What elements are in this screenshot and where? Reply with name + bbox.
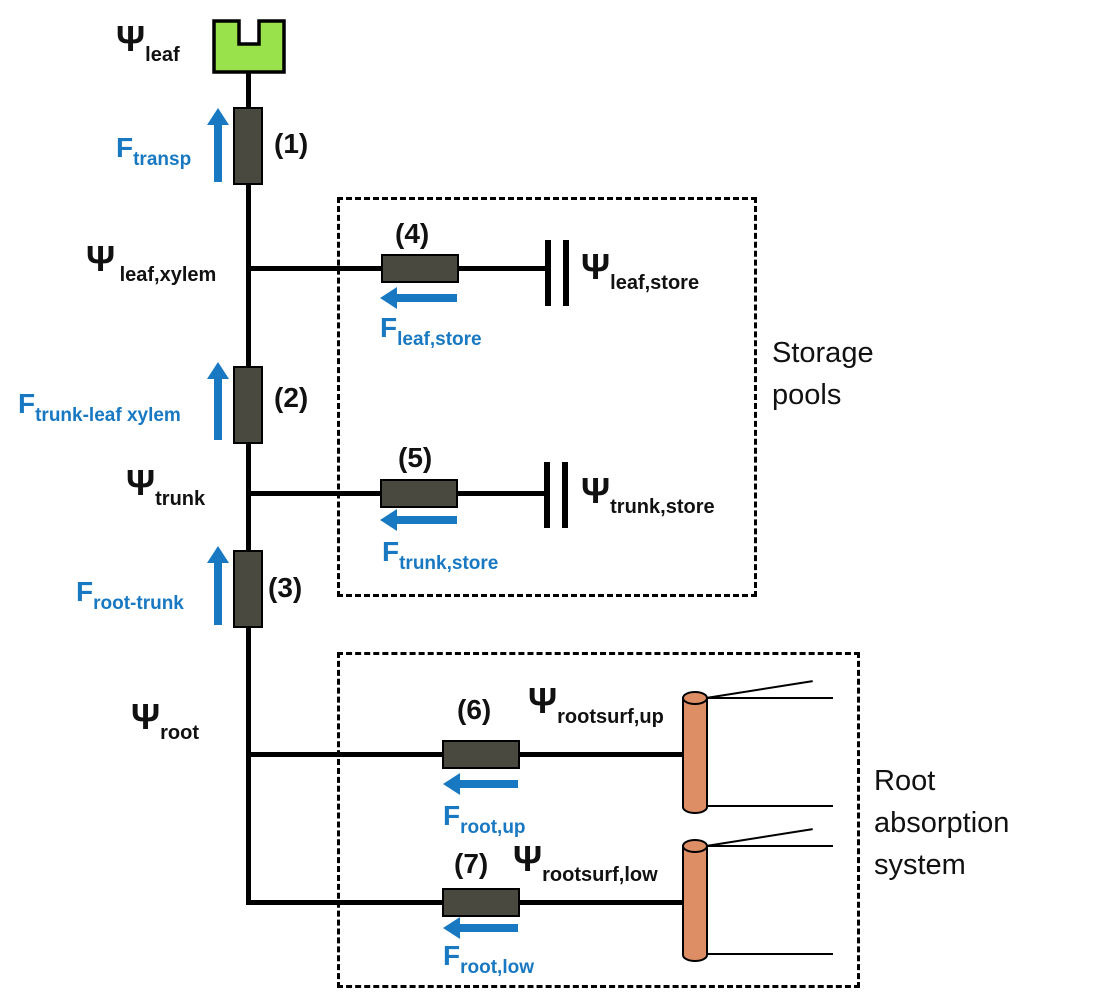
root-up-flux-arrow bbox=[443, 773, 518, 795]
root-cylinder-up bbox=[682, 691, 708, 814]
psi-symbol: Ψ bbox=[131, 696, 161, 737]
psi-symbol: Ψ bbox=[126, 462, 156, 503]
root-low-flux-arrow bbox=[443, 917, 518, 939]
flux-symbol: F bbox=[443, 800, 461, 831]
flux-symbol: F bbox=[382, 536, 400, 567]
flux-subscript: transp bbox=[133, 149, 192, 170]
arrow-shaft bbox=[214, 377, 222, 440]
root-up-soil-line-bottom bbox=[708, 805, 833, 807]
flux-subscript: root-trunk bbox=[93, 593, 184, 614]
flux-leaf-store-label: Fleaf,store bbox=[380, 312, 482, 351]
trunk-leaf-flux-arrow bbox=[207, 362, 229, 440]
arrow-head-icon bbox=[380, 287, 397, 309]
psi-rootsurf-low-label: Ψrootsurf,low bbox=[513, 838, 658, 887]
leaf-store-capacitor-bar-left bbox=[545, 240, 551, 306]
flux-trunk-leaf-xylem-label: Ftrunk-leaf xylem bbox=[18, 388, 181, 427]
arrow-shaft bbox=[214, 561, 222, 625]
arrow-head-icon bbox=[443, 773, 460, 795]
arrow-shaft bbox=[458, 780, 518, 788]
flux-root-up-label: Froot,up bbox=[443, 800, 526, 839]
psi-leaf-label: Ψleaf bbox=[116, 18, 180, 67]
resistor-5-label: (5) bbox=[398, 442, 433, 473]
flux-subscript: leaf,store bbox=[397, 329, 482, 350]
flux-subscript: trunk,store bbox=[399, 553, 499, 574]
psi-symbol: Ψ bbox=[581, 470, 611, 511]
flux-symbol: F bbox=[76, 576, 94, 607]
psi-rootsurf-up-label: Ψrootsurf,up bbox=[528, 680, 664, 729]
psi-subscript: root bbox=[160, 722, 200, 744]
transp-flux-arrow bbox=[207, 108, 229, 182]
resistor-7-label: (7) bbox=[454, 848, 489, 879]
psi-leaf-xylem-label: Ψ leaf,xylem bbox=[86, 238, 216, 287]
flux-subscript: root,low bbox=[460, 957, 534, 978]
trunk-store-capacitor-bar-right bbox=[562, 462, 568, 528]
resistor-1-label: (1) bbox=[274, 128, 309, 159]
trunk-store-flux-arrow bbox=[380, 509, 457, 531]
resistor-4-label: (4) bbox=[395, 218, 430, 249]
psi-subscript: trunk,store bbox=[610, 496, 715, 518]
arrow-head-icon bbox=[207, 546, 229, 563]
leaf-store-flux-arrow bbox=[380, 287, 457, 309]
resistor-6 bbox=[442, 740, 520, 769]
psi-trunk-store-label: Ψtrunk,store bbox=[581, 470, 715, 519]
arrow-head-icon bbox=[207, 108, 229, 125]
resistor-6-label: (6) bbox=[457, 694, 492, 725]
resistor-1 bbox=[233, 107, 263, 185]
flux-subscript: root,up bbox=[460, 817, 526, 838]
root-absorption-label: Root absorption system bbox=[874, 765, 1010, 882]
arrow-head-icon bbox=[443, 917, 460, 939]
flux-root-trunk-label: Froot-trunk bbox=[76, 576, 184, 615]
arrow-head-icon bbox=[380, 509, 397, 531]
arrow-shaft bbox=[214, 123, 222, 182]
psi-leaf-store-label: Ψleaf,store bbox=[581, 246, 699, 295]
arrow-shaft bbox=[395, 294, 457, 302]
root-cylinder-low bbox=[682, 839, 708, 962]
root-low-soil-line-top bbox=[708, 845, 833, 847]
resistor-5 bbox=[380, 479, 458, 508]
resistor-4 bbox=[381, 254, 459, 283]
flux-symbol: F bbox=[116, 132, 134, 163]
flux-symbol: F bbox=[18, 388, 36, 419]
resistor-3 bbox=[233, 550, 263, 628]
flux-trunk-store-label: Ftrunk,store bbox=[382, 536, 498, 575]
psi-symbol: Ψ bbox=[513, 838, 543, 879]
psi-subscript: rootsurf,low bbox=[542, 864, 658, 886]
psi-subscript: leaf,xylem bbox=[119, 264, 217, 286]
flux-symbol: F bbox=[380, 312, 398, 343]
resistor-3-label: (3) bbox=[268, 572, 303, 603]
arrow-shaft bbox=[458, 924, 518, 932]
arrow-head-icon bbox=[207, 362, 229, 379]
storage-pools-label: Storage pools bbox=[772, 337, 874, 412]
arrow-shaft bbox=[395, 516, 457, 524]
root-low-soil-line-bottom bbox=[708, 953, 833, 955]
leaf-store-capacitor-bar-right bbox=[563, 240, 569, 306]
flux-symbol: F bbox=[443, 940, 461, 971]
psi-symbol: Ψ bbox=[86, 238, 116, 279]
flux-transp-label: Ftransp bbox=[116, 132, 191, 171]
leaf-icon bbox=[212, 19, 286, 74]
root-absorption-box bbox=[337, 652, 860, 988]
main-xylem-line bbox=[246, 68, 251, 905]
psi-symbol: Ψ bbox=[116, 18, 146, 59]
psi-subscript: leaf,store bbox=[610, 272, 700, 294]
psi-symbol: Ψ bbox=[581, 246, 611, 287]
flux-root-low-label: Froot,low bbox=[443, 940, 534, 979]
trunk-store-capacitor-bar-left bbox=[544, 462, 550, 528]
flux-subscript: trunk-leaf xylem bbox=[35, 405, 181, 426]
root-trunk-flux-arrow bbox=[207, 546, 229, 625]
resistor-2 bbox=[233, 366, 263, 444]
resistor-7 bbox=[442, 888, 520, 917]
psi-symbol: Ψ bbox=[528, 680, 558, 721]
psi-root-label: Ψroot bbox=[131, 696, 199, 745]
psi-subscript: rootsurf,up bbox=[557, 706, 664, 728]
resistor-2-label: (2) bbox=[274, 382, 309, 413]
psi-subscript: leaf bbox=[145, 44, 180, 66]
root-up-soil-line-top bbox=[708, 697, 833, 699]
psi-trunk-label: Ψtrunk bbox=[126, 462, 205, 511]
psi-subscript: trunk bbox=[155, 488, 206, 510]
storage-pools-box bbox=[337, 197, 757, 597]
